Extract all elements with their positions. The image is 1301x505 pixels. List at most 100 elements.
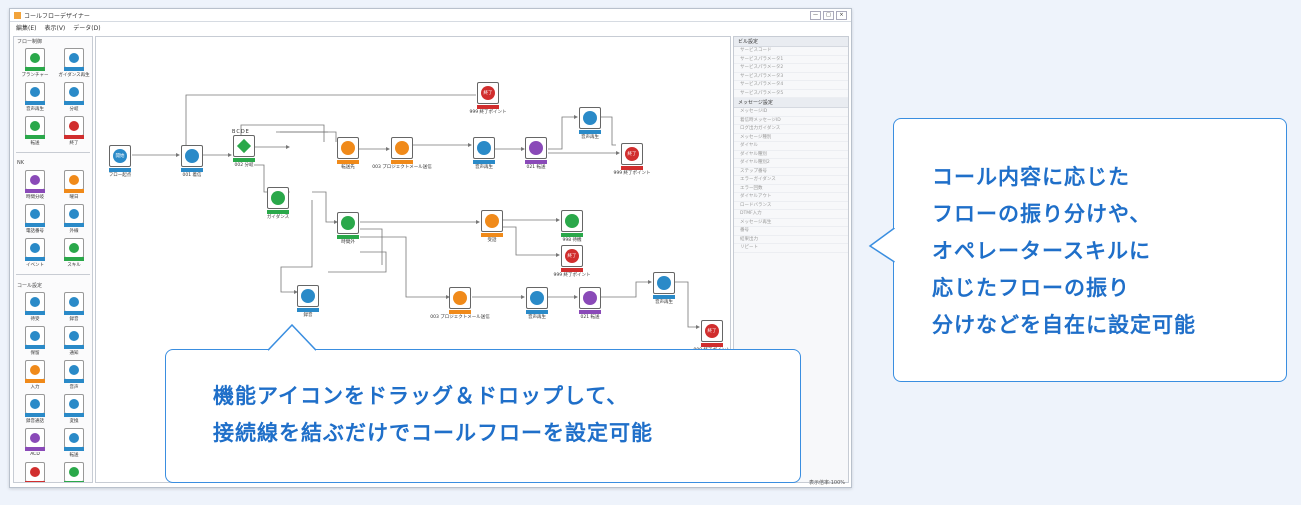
palette-item[interactable]: 入力: [17, 360, 53, 391]
property-row[interactable]: DTMF入力: [734, 210, 848, 219]
palette-grid: 時間分岐曜日電話番号 外線イベント スキル: [14, 168, 92, 271]
palette-item[interactable]: 終了: [56, 116, 92, 147]
close-button[interactable]: ×: [836, 10, 847, 20]
property-row[interactable]: 結果出力: [734, 236, 848, 244]
property-row[interactable]: サービスパラメータ3: [734, 73, 848, 81]
menu-view[interactable]: 表示(V): [44, 24, 66, 32]
palette-item-color-bar: [25, 345, 45, 349]
flow-node[interactable]: ガイダンス: [266, 187, 290, 220]
flow-node[interactable]: 開始フロー起点: [108, 145, 132, 178]
flow-node[interactable]: 021 転送: [524, 137, 548, 170]
palette-item-label: 電話番号: [26, 229, 44, 234]
property-row[interactable]: ダイヤル種別2: [734, 159, 848, 168]
wav-icon: [477, 141, 491, 155]
flow-node[interactable]: 音声再生: [525, 287, 549, 320]
palette-item[interactable]: ACD: [17, 428, 53, 459]
property-row[interactable]: サービスパラメータ5: [734, 90, 848, 98]
flow-node[interactable]: 021 転送: [578, 287, 602, 320]
flow-node-label: 999 終了ポイント: [469, 110, 507, 115]
flow-node[interactable]: 998 待機: [560, 210, 584, 243]
property-row[interactable]: リピート: [734, 244, 848, 253]
flow-node[interactable]: 001 着信: [180, 145, 204, 178]
flow-node[interactable]: 音声再生: [578, 107, 602, 140]
callout-drag-drop: 機能アイコンをドラッグ＆ドロップして、 接続線を結ぶだけでコールフローを設定可能: [165, 349, 801, 483]
palette-item[interactable]: 電話番号: [17, 204, 53, 235]
property-row[interactable]: ステップ番号: [734, 168, 848, 176]
property-row[interactable]: ロードバランス: [734, 202, 848, 210]
palette-item[interactable]: 音声: [56, 360, 92, 391]
flow-node-type-bar: [473, 160, 495, 164]
palette-item-icon: [64, 326, 84, 349]
palette-item[interactable]: 転送: [56, 428, 92, 459]
property-row[interactable]: 番号: [734, 227, 848, 236]
property-row[interactable]: ダイヤルアウト: [734, 193, 848, 202]
palette-item[interactable]: イベント: [17, 238, 53, 269]
palette-item[interactable]: 曜日: [56, 170, 92, 201]
palette-item[interactable]: 転送: [17, 116, 53, 147]
flow-node[interactable]: 003 プロジェクトメール送信: [372, 137, 432, 170]
palette-item[interactable]: ブランチャー: [17, 48, 53, 79]
palette-item[interactable]: 通知: [56, 326, 92, 357]
palette-item[interactable]: スキル: [56, 238, 92, 269]
palette-item[interactable]: 待受: [17, 292, 53, 323]
flow-node-box: [481, 210, 503, 232]
palette-item-label: ブランチャー: [21, 73, 49, 78]
flow-node-box: [337, 137, 359, 159]
flow-node[interactable]: 受話: [480, 210, 504, 243]
flow-node[interactable]: 音声再生: [472, 137, 496, 170]
callout-right-line-3: オペレータースキルに: [932, 239, 1151, 263]
palette-item-label: 通知: [69, 351, 79, 356]
flow-node[interactable]: 時間外: [336, 212, 360, 245]
property-row[interactable]: ダイヤル: [734, 142, 848, 151]
end-icon: 終了: [625, 147, 639, 161]
menu-edit[interactable]: 編集(E): [16, 24, 37, 32]
callout-right-pointer: [868, 228, 895, 263]
property-row[interactable]: サービスパラメータ4: [734, 81, 848, 90]
flow-node[interactable]: 003 プロジェクトメール送信: [430, 287, 490, 320]
flow-node[interactable]: 音声再生: [652, 272, 676, 305]
palette-item-label: 転送: [30, 141, 40, 146]
function-icon: [69, 467, 79, 477]
palette-item[interactable]: 録音通話: [17, 394, 53, 425]
palette-item-color-bar: [25, 413, 45, 417]
flow-node-label: 021 転送: [580, 315, 600, 320]
property-row[interactable]: エラーガイダンス: [734, 176, 848, 185]
palette-item[interactable]: 時間分岐: [17, 170, 53, 201]
palette-item[interactable]: ガイダンス再生: [56, 48, 92, 79]
property-row[interactable]: サービスパラメータ2: [734, 64, 848, 73]
flow-node[interactable]: 転送先: [336, 137, 360, 170]
property-row[interactable]: メッセージID: [734, 108, 848, 117]
palette-item[interactable]: 録音: [56, 292, 92, 323]
property-row[interactable]: サービスコード: [734, 47, 848, 56]
palette-item[interactable]: 保留: [17, 326, 53, 357]
palette-item[interactable]: 音声再生: [17, 82, 53, 113]
function-icon: [30, 365, 40, 375]
properties-section-title: メッセージ設定: [734, 98, 848, 108]
flow-node-box: 終了: [701, 320, 723, 342]
palette-item[interactable]: 変換: [56, 394, 92, 425]
property-row[interactable]: ダイヤル種別: [734, 151, 848, 159]
palette-item[interactable]: 音声: [56, 462, 92, 482]
flow-node[interactable]: 002 分岐: [232, 135, 256, 168]
property-row[interactable]: ログ出力ガイダンス: [734, 125, 848, 134]
flow-node-box: [337, 212, 359, 234]
palette-item[interactable]: 外線: [56, 204, 92, 235]
property-row[interactable]: サービスパラメータ1: [734, 56, 848, 64]
palette-item[interactable]: 分岐: [56, 82, 92, 113]
flow-node[interactable]: 録音: [296, 285, 320, 318]
property-row[interactable]: メッセージ再生: [734, 219, 848, 227]
property-row[interactable]: エラー回数: [734, 185, 848, 193]
maximize-button[interactable]: □: [823, 10, 834, 20]
property-row[interactable]: 着信時メッセージID: [734, 117, 848, 125]
function-icon: [30, 433, 40, 443]
palette-item-label: イベント: [26, 263, 44, 268]
flow-node-label: 転送先: [341, 165, 355, 170]
palette-item[interactable]: 画面: [17, 462, 53, 482]
property-row[interactable]: メッセージ種別: [734, 134, 848, 142]
minimize-button[interactable]: —: [810, 10, 821, 20]
menu-data[interactable]: データ(D): [73, 24, 101, 32]
